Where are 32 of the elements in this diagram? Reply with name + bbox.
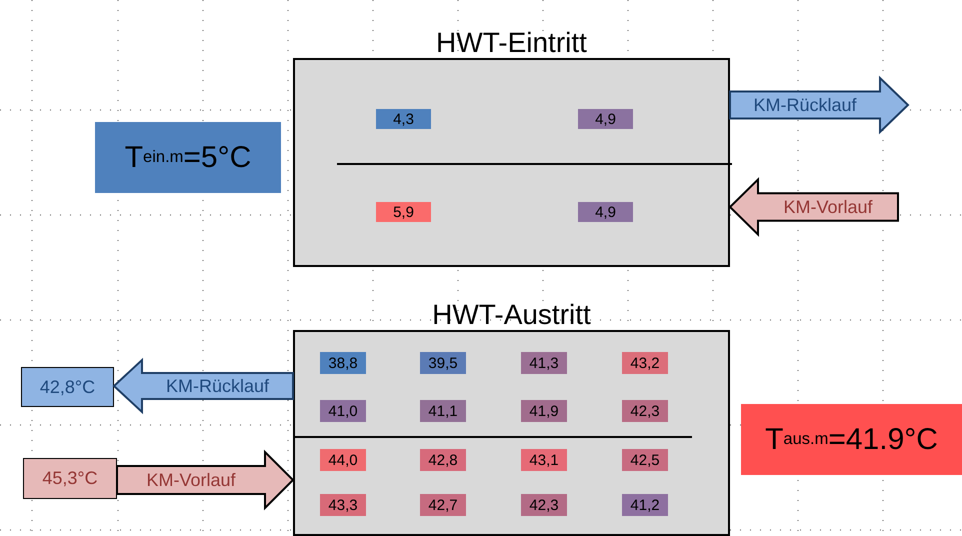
temperature-value: 42,3	[622, 400, 668, 422]
temperature-value: 5,9	[376, 202, 431, 222]
temperature-value: 42,8	[420, 449, 466, 471]
temperature-value: 39,5	[420, 352, 466, 374]
temperature-value: 41,3	[521, 352, 567, 374]
temperature-value: 42,5	[622, 449, 668, 471]
panel-heading: HWT-Eintritt	[435, 28, 588, 58]
temperature-value: 43,3	[320, 494, 366, 516]
panel-heading: HWT-Austritt	[431, 300, 592, 330]
temperature-value: 41,1	[420, 400, 466, 422]
temperature-value: 42,3	[521, 494, 567, 516]
temperature-value: 41,0	[320, 400, 366, 422]
edge-label: KM-Vorlauf	[145, 468, 237, 492]
temperature-value: 42,7	[420, 494, 466, 516]
temperature-value: 4,9	[578, 202, 633, 222]
temperature-value: 43,1	[521, 449, 567, 471]
temperature-box: 45,3°C	[23, 458, 117, 499]
edge-label: KM-Rücklauf	[752, 94, 858, 116]
block-arrow	[728, 177, 899, 237]
block-arrow	[112, 358, 294, 414]
temperature-value: 43,2	[622, 352, 668, 374]
temperature-value: 4,3	[376, 109, 431, 129]
block-arrow	[116, 450, 294, 510]
temperature-value: 4,9	[578, 109, 633, 129]
temperature-value: 38,8	[320, 352, 366, 374]
temperature-value: 44,0	[320, 449, 366, 471]
edge-label: KM-Rücklauf	[164, 374, 270, 398]
block-arrow	[729, 76, 910, 134]
temperature-value: 41,9	[521, 400, 567, 422]
temperature-box: 42,8°C	[21, 367, 114, 407]
edge-label: KM-Vorlauf	[782, 196, 874, 218]
temperature-value: 41,2	[622, 494, 668, 516]
